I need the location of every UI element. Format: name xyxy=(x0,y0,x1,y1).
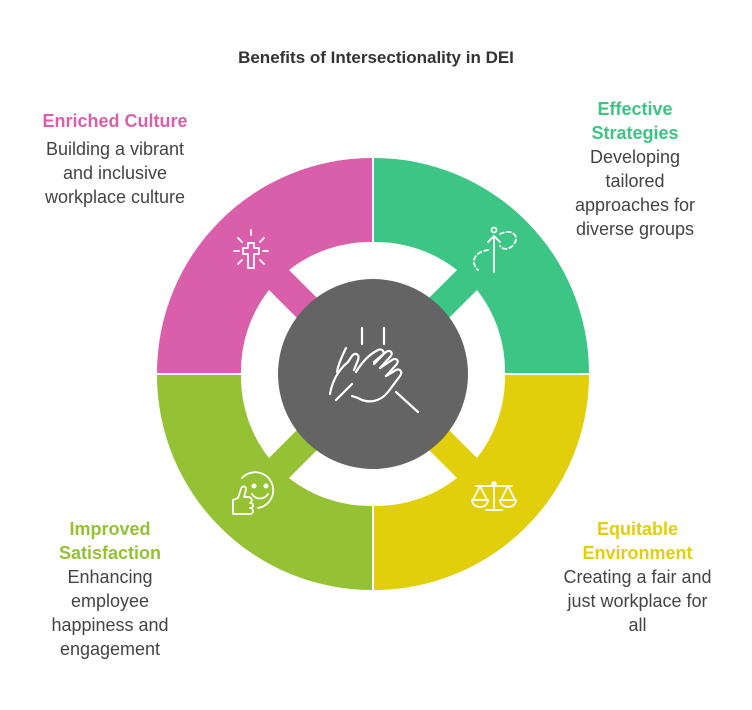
balance-scale-icon xyxy=(471,481,517,511)
enriched-culture-heading: Enriched Culture xyxy=(42,111,188,131)
segment-effective-strategies xyxy=(374,158,589,373)
segment-improved-satisfaction xyxy=(157,375,372,590)
effective-strategies-heading: Effective Strategies xyxy=(591,99,679,143)
improved-satisfaction-heading: Improved Satisfaction xyxy=(58,519,162,563)
equitable-environment-heading: Equitable Environment xyxy=(582,519,693,563)
strategy-path-icon xyxy=(473,226,517,273)
diagram-title: Benefits of Intersectionality in DEI xyxy=(238,48,514,67)
effective-strategies-description: Developing tailored approaches for diver… xyxy=(574,147,696,239)
cross-sparkle-icon xyxy=(233,229,269,269)
enriched-culture-description: Building a vibrant and inclusive workpla… xyxy=(44,139,186,207)
section-equitable-environment: Equitable Environment Creating a fair an… xyxy=(530,517,745,637)
segment-enriched-culture xyxy=(157,158,372,373)
section-enriched-culture: Enriched Culture Building a vibrant and … xyxy=(10,109,220,209)
equitable-environment-description: Creating a fair and just workplace for a… xyxy=(563,567,712,635)
center-circle xyxy=(278,279,468,469)
section-improved-satisfaction: Improved Satisfaction Enhancing employee… xyxy=(0,517,220,661)
section-effective-strategies: Effective Strategies Developing tailored… xyxy=(530,97,740,241)
joined-hands-icon xyxy=(328,326,420,414)
segment-equitable-environment xyxy=(374,375,589,590)
smile-thumbs-up-icon xyxy=(232,471,275,515)
improved-satisfaction-description: Enhancing employee happiness and engagem… xyxy=(51,567,169,659)
